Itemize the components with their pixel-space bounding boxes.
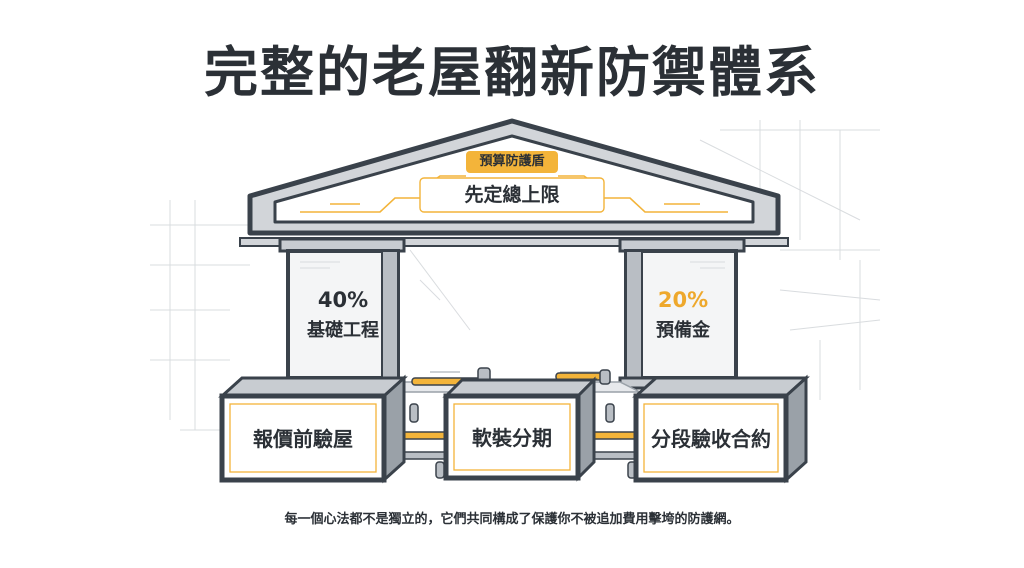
pillar-right-label: 預備金 — [656, 320, 710, 341]
page-title: 完整的老屋翻新防禦體系 — [204, 41, 820, 104]
base-box-right — [632, 374, 810, 484]
roof — [239, 118, 789, 247]
base-right-label: 分段驗收合約 — [651, 427, 771, 451]
pillar-left-percent: 40% — [317, 288, 369, 312]
pillar-right — [618, 237, 746, 390]
pillar-left-label: 基礎工程 — [307, 320, 379, 341]
base-left-label: 報價前驗屋 — [253, 427, 353, 451]
base-center-label: 軟裝分期 — [472, 426, 552, 450]
footer-caption: 每一個心法都不是獨立的，它們共同構成了保護你不被追加費用擊垮的防護網。 — [284, 512, 740, 527]
pillar-right-percent: 20% — [657, 288, 709, 312]
base-box-center — [442, 376, 598, 482]
base-box-left — [218, 374, 408, 484]
pillar-left — [278, 237, 406, 390]
roof-label: 先定總上限 — [464, 184, 560, 206]
budget-shield-badge: 預算防護盾 — [466, 151, 558, 173]
